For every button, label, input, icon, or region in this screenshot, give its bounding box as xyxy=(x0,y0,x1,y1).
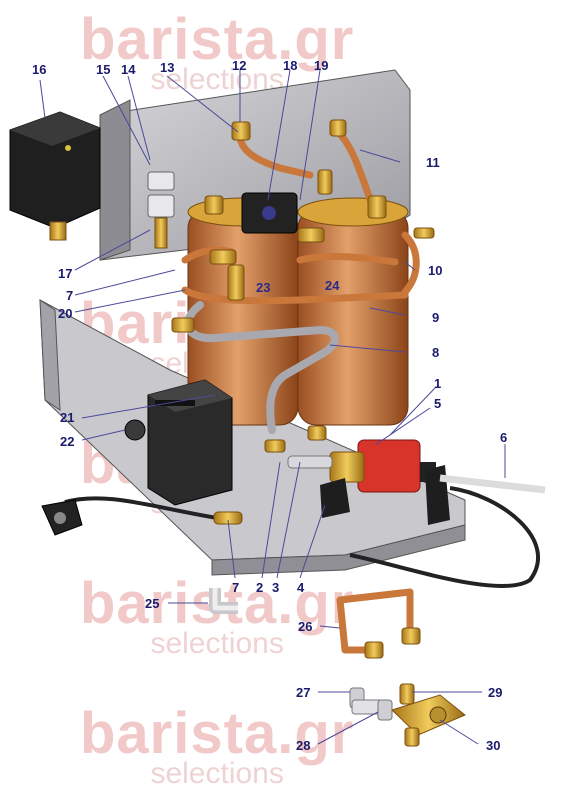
callout-30: 30 xyxy=(486,738,501,753)
part-26-copper-tube xyxy=(336,588,421,659)
callout-22: 22 xyxy=(60,434,75,449)
callout-13: 13 xyxy=(160,60,175,75)
callout-17: 17 xyxy=(58,266,73,281)
callout-24: 24 xyxy=(325,278,340,293)
callout-21: 21 xyxy=(60,410,75,425)
part-27-28-fitting xyxy=(349,687,393,721)
callout-2: 2 xyxy=(256,580,264,595)
callout-6: 6 xyxy=(500,430,508,445)
callout-8: 8 xyxy=(432,345,440,360)
part-29-30-flowmeter xyxy=(391,683,466,747)
callout-28: 28 xyxy=(296,738,311,753)
base-plate xyxy=(39,299,466,576)
callout-5: 5 xyxy=(434,396,442,411)
brass-fittings xyxy=(171,119,435,453)
power-cable xyxy=(64,474,546,589)
callout-18: 18 xyxy=(283,58,298,73)
leader-lines xyxy=(39,69,506,745)
callout-12: 12 xyxy=(232,58,247,73)
callout-16: 16 xyxy=(32,62,47,77)
pump-bracket xyxy=(320,465,450,525)
pressure-switch xyxy=(9,111,101,241)
callout-15: 15 xyxy=(96,62,111,77)
callout-20: 20 xyxy=(58,306,73,321)
thermostats xyxy=(147,171,175,249)
callout-9: 9 xyxy=(432,310,440,325)
control-box xyxy=(147,379,233,506)
callout-10: 10 xyxy=(428,263,443,278)
callout-25: 25 xyxy=(145,596,160,611)
solenoid-valve xyxy=(241,192,298,234)
callout-4: 4 xyxy=(297,580,305,595)
callout-27: 27 xyxy=(296,685,311,700)
callout-1: 1 xyxy=(434,376,442,391)
callout-11: 11 xyxy=(426,155,440,170)
callout-3: 3 xyxy=(272,580,280,595)
callout-14: 14 xyxy=(121,62,136,77)
callout-26: 26 xyxy=(298,619,313,634)
callout-7-left: 7 xyxy=(66,288,74,303)
part-25-elbow xyxy=(209,588,238,614)
callout-7-bottom: 7 xyxy=(232,580,240,595)
callout-29: 29 xyxy=(488,685,503,700)
callout-23: 23 xyxy=(256,280,271,295)
cable-gland xyxy=(124,419,146,441)
power-plug xyxy=(41,499,83,536)
callout-19: 19 xyxy=(314,58,329,73)
